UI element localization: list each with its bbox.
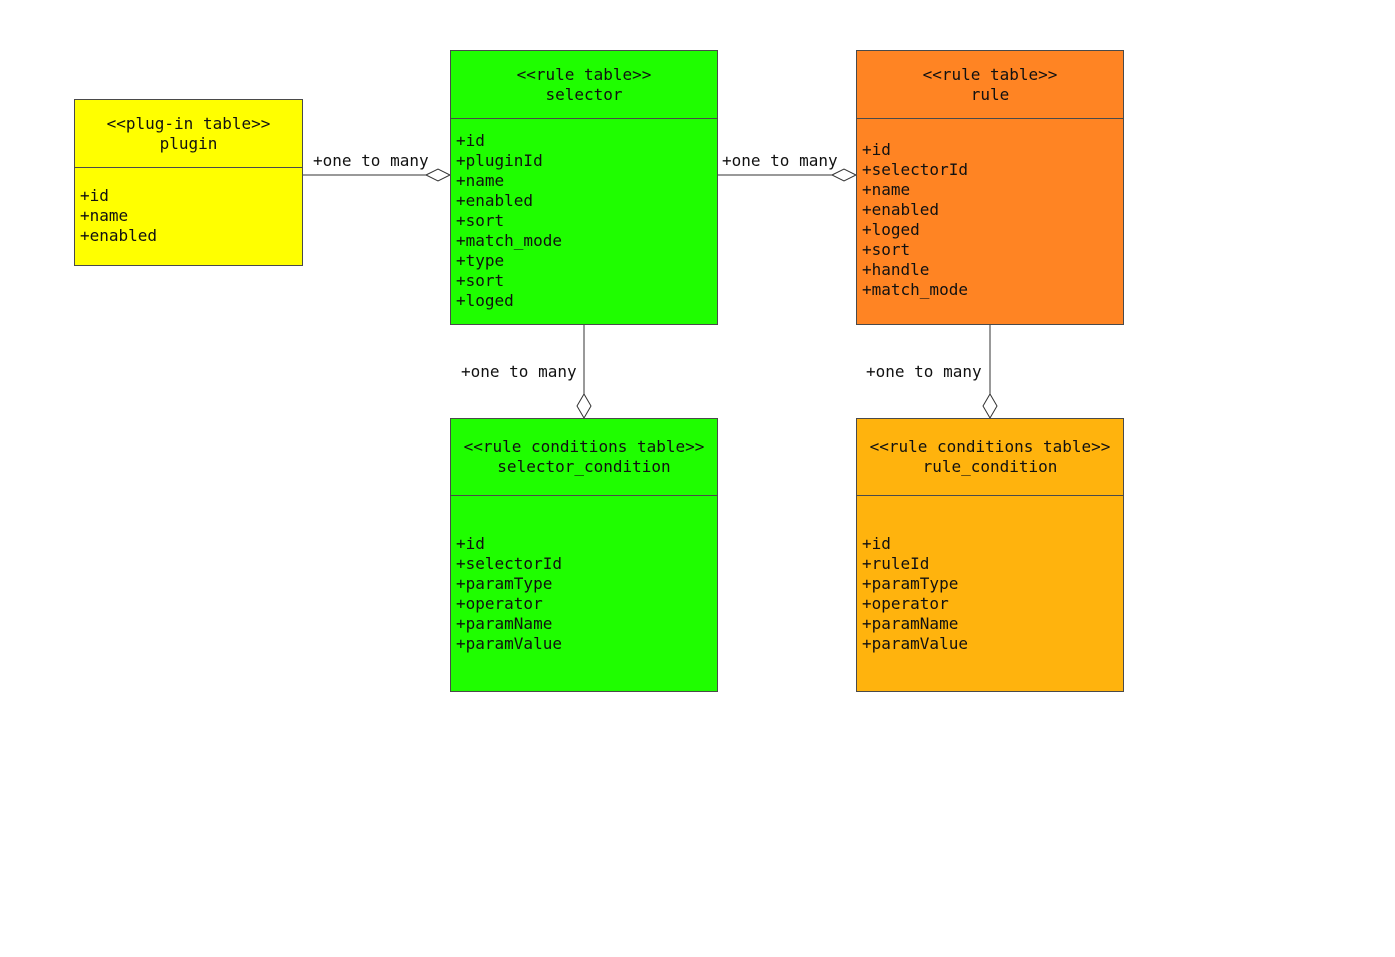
rule-condition-attr: +paramValue <box>862 634 968 653</box>
rule-condition-diamond <box>982 393 998 419</box>
rule-stereotype: <<rule table>> <box>922 64 1058 84</box>
selector-condition-attributes: +id +selectorId +paramType +operator +pa… <box>451 496 717 654</box>
selector-condition-attr: +paramName <box>456 614 553 633</box>
plugin-selector-label: +one to many <box>313 151 429 170</box>
selector-condition-attr: +selectorId <box>456 554 562 573</box>
rule-condition-label: +one to many <box>866 362 982 381</box>
rule-condition-stereotype: <<rule conditions table>> <box>869 437 1111 456</box>
rule-attr: +loged <box>862 220 920 239</box>
plugin-table-name: plugin <box>159 133 218 153</box>
selector-attr: +loged <box>456 291 514 310</box>
selector-attr: +pluginId <box>456 151 543 170</box>
selector-table-name: selector <box>545 84 623 104</box>
selector-stereotype: <<rule table>> <box>516 64 652 84</box>
selector-condition-label: +one to many <box>461 362 577 381</box>
selector-attr: +type <box>456 251 505 270</box>
rule-attr: +enabled <box>862 200 940 219</box>
selector-attr: +name <box>456 171 505 190</box>
selector-attr: +sort <box>456 271 505 290</box>
rule-attr: +sort <box>862 240 911 259</box>
plugin-attr: +name <box>80 206 129 225</box>
rule-condition-table-header: <<rule conditions table>> rule_condition <box>857 419 1123 496</box>
selector-condition-diamond <box>576 393 592 419</box>
rule-condition-table[interactable]: <<rule conditions table>> rule_condition… <box>856 418 1124 692</box>
selector-condition-table-name: selector_condition <box>497 457 671 476</box>
selector-attr: +id <box>456 131 485 150</box>
plugin-stereotype: <<plug-in table>> <box>106 113 271 133</box>
rule-condition-attr: +operator <box>862 594 949 613</box>
selector-attr: +match_mode <box>456 231 562 250</box>
rule-attr: +match_mode <box>862 280 968 299</box>
rule-condition-attr: +ruleId <box>862 554 930 573</box>
rule-table-name: rule <box>970 84 1010 104</box>
selector-condition-attr: +id <box>456 534 485 553</box>
selector-attributes: +id +pluginId +name +enabled +sort +matc… <box>451 119 717 311</box>
selector-rule-label: +one to many <box>722 151 838 170</box>
selector-table[interactable]: <<rule table>> selector +id +pluginId +n… <box>450 50 718 325</box>
selector-condition-attr: +paramType <box>456 574 553 593</box>
selector-condition-attr: +operator <box>456 594 543 613</box>
selector-condition-attr: +paramValue <box>456 634 562 653</box>
plugin-attributes: +id +name +enabled <box>75 168 302 246</box>
selector-condition-table-header: <<rule conditions table>> selector_condi… <box>451 419 717 496</box>
rule-attr: +name <box>862 180 911 199</box>
rule-condition-attributes: +id +ruleId +paramType +operator +paramN… <box>857 496 1123 654</box>
rule-condition-attr: +paramType <box>862 574 959 593</box>
plugin-attr: +enabled <box>80 226 158 245</box>
rule-condition-attr: +id <box>862 534 891 553</box>
rule-attributes: +id +selectorId +name +enabled +loged +s… <box>857 119 1123 300</box>
rule-attr: +id <box>862 140 891 159</box>
rule-table-header: <<rule table>> rule <box>857 51 1123 119</box>
plugin-attr: +id <box>80 186 109 205</box>
rule-attr: +selectorId <box>862 160 968 179</box>
plugin-selector-diamond <box>424 168 452 182</box>
selector-attr: +enabled <box>456 191 534 210</box>
rule-condition-table-name: rule_condition <box>922 457 1058 476</box>
selector-attr: +sort <box>456 211 505 230</box>
rule-attr: +handle <box>862 260 930 279</box>
rule-condition-attr: +paramName <box>862 614 959 633</box>
selector-table-header: <<rule table>> selector <box>451 51 717 119</box>
selector-condition-table[interactable]: <<rule conditions table>> selector_condi… <box>450 418 718 692</box>
plugin-table-header: <<plug-in table>> plugin <box>75 100 302 168</box>
rule-table[interactable]: <<rule table>> rule +id +selectorId +nam… <box>856 50 1124 325</box>
selector-condition-stereotype: <<rule conditions table>> <box>463 437 705 456</box>
plugin-table[interactable]: <<plug-in table>> plugin +id +name +enab… <box>74 99 303 266</box>
